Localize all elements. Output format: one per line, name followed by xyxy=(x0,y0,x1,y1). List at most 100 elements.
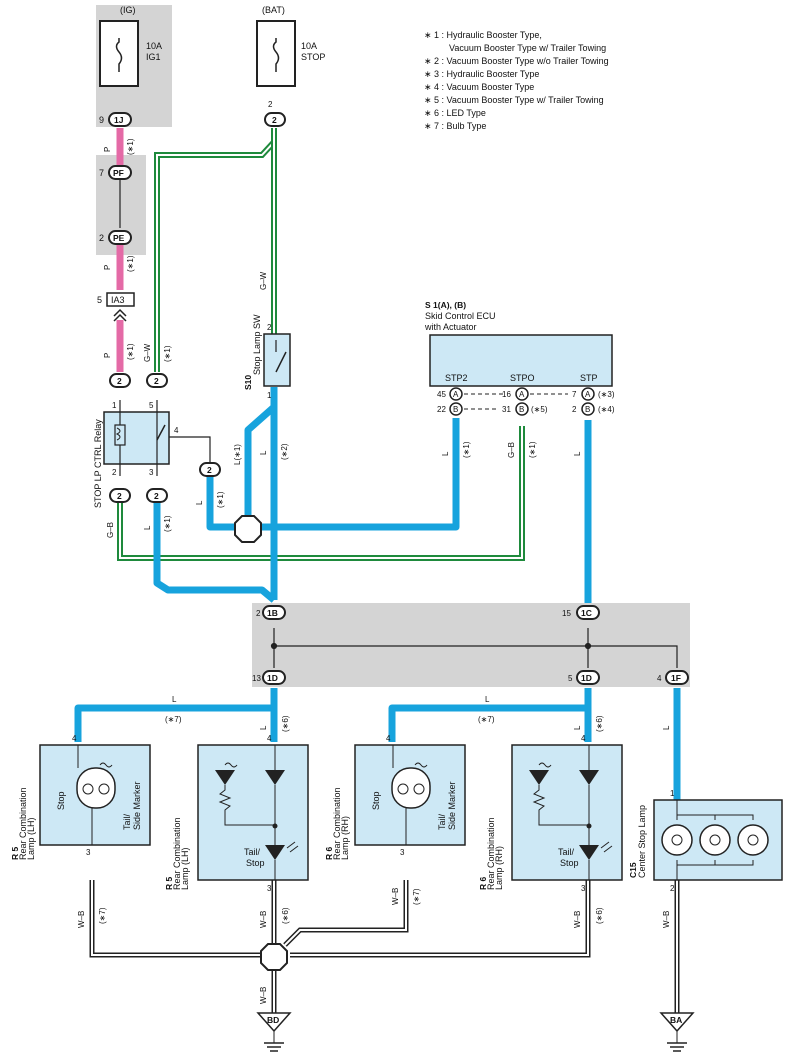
wire-gw xyxy=(154,128,277,372)
svg-text:2: 2 xyxy=(670,884,675,893)
svg-text:L: L xyxy=(662,725,671,730)
fuse-stop xyxy=(256,20,296,87)
fuse-stop-symbol xyxy=(272,38,280,72)
svg-text:P: P xyxy=(103,353,112,358)
svg-text:W–B: W–B xyxy=(259,987,268,1004)
switch-code: S10 xyxy=(243,375,253,390)
svg-text:5: 5 xyxy=(568,674,573,683)
svg-text:9: 9 xyxy=(99,115,104,125)
r6-code-a: R 6 xyxy=(324,847,334,861)
svg-text:2: 2 xyxy=(112,468,117,477)
svg-text:B: B xyxy=(453,405,458,414)
svg-text:(∗1): (∗1) xyxy=(126,343,135,360)
bat-label: (BAT) xyxy=(262,5,285,15)
svg-text:(∗4): (∗4) xyxy=(598,405,615,414)
c15-center-stop-lamp: 1 2 C15 Center Stop Lamp xyxy=(628,789,783,893)
ecu-name: Skid Control ECU xyxy=(425,311,496,321)
svg-text:P: P xyxy=(103,147,112,152)
svg-text:4: 4 xyxy=(267,734,272,743)
svg-text:3: 3 xyxy=(267,884,272,893)
svg-text:Lamp (RH): Lamp (RH) xyxy=(494,846,504,890)
svg-text:1J: 1J xyxy=(114,115,124,125)
svg-text:7: 7 xyxy=(572,390,577,399)
svg-text:A: A xyxy=(585,390,591,399)
skid-control-ecu: S 1(A), (B) Skid Control ECU with Actuat… xyxy=(424,300,615,416)
legend-line-6: ∗ 5 : Vacuum Booster Type w/ Trailer Tow… xyxy=(424,95,604,105)
fuse-ig1 xyxy=(99,20,139,87)
legend-line-7: ∗ 6 : LED Type xyxy=(424,108,486,118)
ground-bd: BD xyxy=(256,1012,292,1052)
svg-text:2: 2 xyxy=(256,609,261,618)
svg-text:(∗1): (∗1) xyxy=(528,441,537,458)
svg-text:IA3: IA3 xyxy=(111,295,125,305)
svg-text:B: B xyxy=(585,405,590,414)
svg-text:L: L xyxy=(259,450,268,455)
svg-text:2: 2 xyxy=(268,100,273,109)
svg-text:L: L xyxy=(143,525,152,530)
svg-text:4: 4 xyxy=(657,674,662,683)
svg-text:1: 1 xyxy=(112,401,117,410)
svg-text:W–B: W–B xyxy=(259,911,268,928)
svg-text:2: 2 xyxy=(117,491,122,501)
connector-pf: PF 7 xyxy=(99,165,132,180)
connector-pe: PE 2 xyxy=(99,230,132,245)
svg-text:2: 2 xyxy=(572,405,577,414)
svg-text:31: 31 xyxy=(502,405,511,414)
svg-text:Stop: Stop xyxy=(56,791,66,810)
svg-text:2: 2 xyxy=(272,115,277,125)
svg-text:(∗6): (∗6) xyxy=(281,715,290,732)
svg-text:5: 5 xyxy=(149,401,154,410)
splice-point-upper xyxy=(234,515,262,543)
svg-text:(∗1): (∗1) xyxy=(126,138,135,155)
r6-led-lamp: 4 Tail/ Stop 3 R 6 Rear Combination Lamp… xyxy=(478,734,623,893)
svg-text:3: 3 xyxy=(149,468,154,477)
svg-text:(∗1): (∗1) xyxy=(216,491,225,508)
svg-text:(∗7): (∗7) xyxy=(412,888,421,905)
svg-text:G–W: G–W xyxy=(259,271,268,290)
svg-text:(∗2): (∗2) xyxy=(280,443,289,460)
ecu-terminal-stpo: STPO xyxy=(510,373,535,383)
fuse-ig1-name: IG1 xyxy=(146,52,161,62)
r5-code-a: R 5 xyxy=(10,847,20,861)
legend-line-8: ∗ 7 : Bulb Type xyxy=(424,121,486,131)
svg-text:PE: PE xyxy=(113,233,125,243)
svg-text:(∗3): (∗3) xyxy=(598,390,615,399)
svg-text:(∗7): (∗7) xyxy=(165,715,182,724)
stop-lp-ctrl-relay: 1 5 4 2 3 STOP LP CTRL Relay xyxy=(93,400,211,508)
svg-text:4: 4 xyxy=(72,734,77,743)
svg-text:1: 1 xyxy=(267,391,272,400)
svg-text:3: 3 xyxy=(86,848,91,857)
svg-text:Lamp (LH): Lamp (LH) xyxy=(180,847,190,890)
svg-text:W–B: W–B xyxy=(662,911,671,928)
svg-text:Rear Combination: Rear Combination xyxy=(332,787,342,860)
fuse-stop-name: STOP xyxy=(301,52,325,62)
relay-connectors: 2 2 2 2 2 xyxy=(109,373,221,503)
wire-l-blue xyxy=(74,387,681,800)
svg-text:G–B: G–B xyxy=(507,442,516,458)
svg-text:3: 3 xyxy=(581,884,586,893)
svg-text:1D: 1D xyxy=(581,673,592,683)
svg-text:Side Marker: Side Marker xyxy=(447,781,457,830)
svg-text:1F: 1F xyxy=(671,673,681,683)
svg-text:BA: BA xyxy=(670,1015,682,1025)
svg-text:W–B: W–B xyxy=(77,911,86,928)
svg-text:Rear Combination: Rear Combination xyxy=(18,787,28,860)
svg-text:(∗5): (∗5) xyxy=(531,405,548,414)
fuse-ig1-symbol xyxy=(115,38,123,72)
svg-text:Rear Combination: Rear Combination xyxy=(172,817,182,890)
splice-point-ground xyxy=(260,943,288,971)
svg-text:4: 4 xyxy=(174,426,179,435)
legend-line-2: Vacuum Booster Type w/ Trailer Towing xyxy=(449,43,606,53)
svg-text:15: 15 xyxy=(562,609,571,618)
svg-text:(∗6): (∗6) xyxy=(281,907,290,924)
svg-text:(∗7): (∗7) xyxy=(478,715,495,724)
wire-labels: P (∗1) P (∗1) P (∗1) G–W (∗1) G–W L(∗1) … xyxy=(77,138,671,1004)
r5-bulb-lamp: 4 3 Stop Tail/ Side Marker R 5 Rear Comb… xyxy=(10,734,151,861)
fuse-stop-amp: 10A xyxy=(301,41,317,51)
junction-block-connectors: 1B 2 1C 15 1D 13 1D 5 1F 4 xyxy=(252,605,689,685)
svg-text:Tail/: Tail/ xyxy=(244,847,261,857)
svg-text:B: B xyxy=(519,405,524,414)
svg-text:Side Marker: Side Marker xyxy=(132,781,142,830)
